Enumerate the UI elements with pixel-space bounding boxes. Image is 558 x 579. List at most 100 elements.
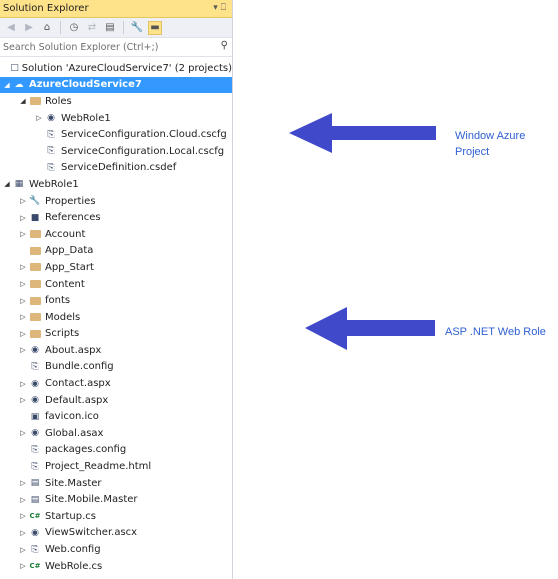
expander-icon[interactable]: ▷ [20,280,26,289]
back-icon[interactable]: ◀ [7,22,15,33]
tree-item[interactable]: ▷ Content [0,276,232,293]
tree-item[interactable]: ▷◉ViewSwitcher.ascx [0,525,232,542]
config-file-icon: ⎘ [47,129,55,140]
master-page-icon: ▤ [30,494,40,505]
tree-item[interactable]: ⎘ServiceConfiguration.Cloud.cscfg [0,126,232,143]
tree-item[interactable]: ⎘ServiceDefinition.csdef [0,160,232,177]
sync-icon[interactable]: ⇄ [87,22,97,33]
tree-item[interactable]: ▷🔧 Properties [0,193,232,210]
tree-item-label: ServiceConfiguration.Local.cscfg [61,145,225,157]
preview-selected-icon[interactable]: ▬ [148,20,162,35]
config-file-icon: ⎘ [47,146,55,157]
expander-icon[interactable]: ▷ [20,562,26,571]
expander-icon[interactable]: ▷ [20,346,26,355]
expander-icon[interactable]: ▷ [20,545,26,554]
panel-title-bar: Solution Explorer ▾ ⎕ [0,0,232,18]
folder-icon [28,278,42,290]
tree-item[interactable]: ▷Account [0,226,232,243]
tree-item[interactable]: □Solution 'AzureCloudService7' (2 projec… [0,60,232,77]
tree-item[interactable]: ▷◉Default.aspx [0,392,232,409]
tree-item[interactable]: ⎘ ServiceConfiguration.Local.cscfg [0,143,232,160]
tree-item-label: fonts [45,295,71,307]
tree-item-label: App_Data [45,245,94,257]
tree-item[interactable]: ⎘Project_Readme.html [0,458,232,475]
tree-item-label: Content [45,278,85,290]
tree-item[interactable]: ▷ ▤ Site.Mobile.Master [0,491,232,508]
expander-icon[interactable]: ▷ [20,213,26,222]
expander-icon[interactable]: ▷ [20,528,26,537]
search-icon[interactable]: ⚲ [220,40,228,51]
tree-item[interactable]: ▣favicon.ico [0,408,232,425]
tree-item-label: Solution 'AzureCloudService7' (2 project… [21,62,232,74]
tree-item[interactable]: ◢ ▦ WebRole1 [0,176,232,193]
expander-icon[interactable]: ▷ [20,313,26,322]
expander-icon[interactable]: ▷ [20,296,26,305]
tree-item[interactable]: ▷ ◉ Contact.aspx [0,375,232,392]
tree-item-label: AzureCloudService7 [29,79,142,91]
pending-changes-icon[interactable]: ◷ [69,22,79,33]
search-input[interactable] [3,41,203,53]
pin-icon[interactable]: ▾ ⎕ [213,3,226,13]
home-icon[interactable]: ⌂ [43,22,51,33]
tree-item-label: Web.config [45,544,101,556]
wrench-icon: 🔧 [29,196,41,207]
tree-item[interactable]: ▷◉WebRole1 [0,110,232,127]
user-control-icon: ◉ [31,527,39,538]
expander-icon[interactable]: ▷ [20,479,26,488]
expander-icon[interactable]: ▷ [20,512,26,521]
solution-tree: □Solution 'AzureCloudService7' (2 projec… [0,60,232,574]
tree-item[interactable]: ⎘packages.config [0,442,232,459]
tree-item-label: App_Start [45,261,94,273]
tree-item[interactable]: ▷■References [0,209,232,226]
tree-item-label: Startup.cs [45,510,97,522]
tree-item[interactable]: ▷ fonts [0,292,232,309]
callout-line: ASP .NET Web Role [445,326,546,338]
tree-item[interactable]: App_Data [0,243,232,260]
expander-icon[interactable]: ▷ [36,114,42,123]
expander-icon[interactable]: ▷ [20,396,26,405]
tree-item-label: Roles [45,95,72,107]
csharp-file-icon: C# [29,512,41,521]
tree-item-label: Scripts [45,328,80,340]
tree-item[interactable]: ▷C#WebRole.cs [0,558,232,575]
tree-item[interactable]: ▷ ⎘ Web.config [0,541,232,558]
tree-item[interactable]: ▷◉Global.asax [0,425,232,442]
tree-item[interactable]: ▷C# Startup.cs [0,508,232,525]
tree-item[interactable]: ◢ Roles [0,93,232,110]
tree-item-label: Default.aspx [45,394,109,406]
search-bar: ⚲ [0,38,232,57]
expander-icon[interactable]: ◢ [4,180,10,189]
properties-wrench-icon[interactable]: 🔧 [130,22,144,33]
tree-item[interactable]: ◢☁AzureCloudService7 [0,76,232,94]
expander-icon[interactable]: ▷ [20,263,26,272]
tree-item[interactable]: ▷▤Site.Master [0,475,232,492]
tree-item[interactable]: ⎘Bundle.config [0,359,232,376]
tree-item-label: WebRole1 [29,178,79,190]
expander-icon[interactable]: ▷ [20,230,26,239]
expander-icon[interactable]: ▷ [20,329,26,338]
expander-icon[interactable]: ▷ [20,379,26,388]
expander-icon[interactable]: ▷ [20,429,26,438]
tree-item[interactable]: ▷Models [0,309,232,326]
html-file-icon: ⎘ [31,461,39,472]
expander-icon[interactable]: ▷ [20,495,26,504]
tree-item-label: Properties [45,195,96,207]
tree-item[interactable]: ▷ Scripts [0,326,232,343]
tree-item[interactable]: ▷ App_Start [0,259,232,276]
tree-item-label: About.aspx [45,344,102,356]
tree-item[interactable]: ▷◉About.aspx [0,342,232,359]
tree-item-label: Site.Mobile.Master [45,494,138,506]
forward-icon[interactable]: ▶ [25,22,33,33]
aspx-file-icon: ◉ [31,378,39,389]
config-file-icon: ⎘ [31,544,39,555]
collapse-all-icon[interactable]: ▤ [105,22,115,33]
web-project-icon: ▦ [14,179,24,190]
tree-item-label: Contact.aspx [45,378,111,390]
solution-icon: □ [10,63,19,74]
expander-icon[interactable]: ▷ [20,197,26,206]
folder-icon [28,328,42,340]
expander-icon[interactable]: ◢ [4,80,10,89]
master-page-icon: ▤ [30,478,40,489]
config-file-icon: ⎘ [31,361,39,372]
expander-icon[interactable]: ◢ [20,97,26,106]
